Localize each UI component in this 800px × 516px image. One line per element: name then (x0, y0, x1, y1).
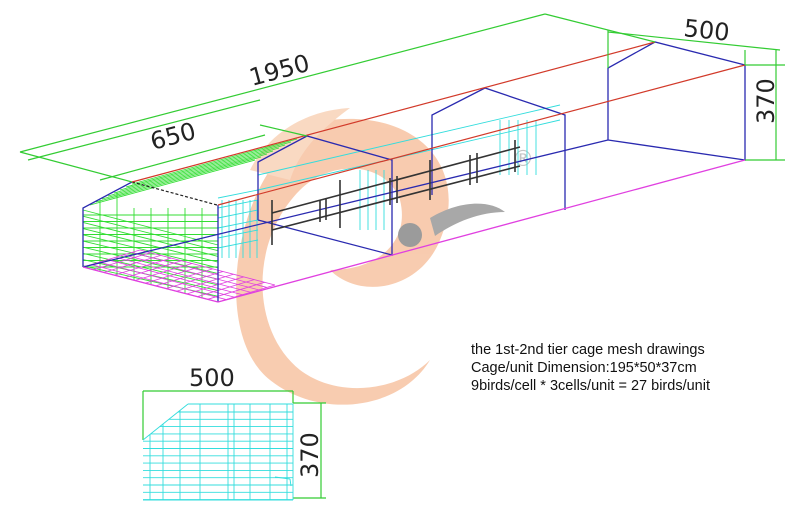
mesh-wire (119, 144, 286, 191)
mesh-wire (274, 476, 291, 480)
mesh-wire (207, 281, 265, 300)
mesh-wire (89, 159, 256, 206)
mesh-wire (82, 228, 219, 263)
mesh-wire (82, 221, 219, 257)
mesh-wire (82, 215, 219, 252)
mesh-wire (103, 255, 161, 273)
dim-depth-bottom: 500 (189, 364, 235, 392)
cage-mesh (82, 104, 561, 303)
dim-height-top: 370 (752, 78, 780, 124)
mesh-wire (95, 156, 262, 203)
dim-total-length: 1950 (246, 49, 312, 92)
mesh-wire (124, 260, 182, 279)
dimension-lines (19, 13, 785, 499)
mesh-wire (131, 252, 267, 288)
mesh-wire (101, 153, 268, 200)
dim-depth-top: 500 (682, 14, 730, 47)
mesh-wire (217, 189, 259, 199)
watermark-dot (398, 223, 422, 247)
mesh-wire (123, 254, 259, 291)
side-view-mesh (142, 403, 294, 501)
roof-lines (131, 41, 746, 206)
caption-line-2: Cage/unit Dimension:195*50*37cm (471, 360, 697, 376)
mesh-wire (131, 138, 298, 185)
mesh-wire (113, 147, 280, 194)
dim-height-bottom: 370 (296, 432, 324, 478)
caption-line-1: the 1st-2nd tier cage mesh drawings (471, 342, 705, 358)
mesh-wire (107, 150, 274, 197)
mesh-wire (155, 268, 213, 287)
mesh-wire (99, 261, 235, 298)
mesh-wire (217, 199, 259, 209)
drawing-caption: the 1st-2nd tier cage mesh drawings Cage… (471, 341, 710, 395)
mesh-wire (91, 264, 227, 300)
caption-line-3: 9birds/cell * 3cells/unit = 27 birds/uni… (471, 378, 710, 394)
mesh-wire (114, 257, 172, 276)
floor-edge (217, 159, 746, 303)
mesh-wire (217, 219, 259, 229)
section-frame-1 (257, 135, 393, 256)
mesh-wire (115, 256, 251, 293)
mesh-wire (134, 263, 193, 281)
mesh-wire (217, 209, 259, 219)
section-frame-3 (607, 41, 746, 161)
mesh-wire (186, 276, 244, 295)
mesh-wire (257, 104, 561, 176)
mesh-wire (197, 279, 255, 297)
dim-section-length: 650 (147, 117, 198, 156)
mesh-wire (142, 403, 189, 441)
mesh-wire (139, 249, 276, 286)
mesh-wire (257, 119, 561, 191)
mesh-wire (176, 273, 234, 292)
watermark-logo: ® (236, 108, 534, 405)
mesh-wire (107, 259, 243, 296)
left-end-frame (82, 181, 133, 267)
feeder-bars (271, 140, 521, 245)
mesh-wire (217, 239, 259, 249)
mesh-wire (289, 478, 292, 487)
mesh-wire (217, 229, 259, 239)
section-frame-2 (431, 87, 566, 210)
mesh-wire (93, 252, 151, 271)
mesh-wire (145, 265, 203, 284)
mesh-wire (165, 271, 224, 289)
mesh-wire (125, 141, 292, 188)
registered-mark: ® (512, 147, 534, 172)
